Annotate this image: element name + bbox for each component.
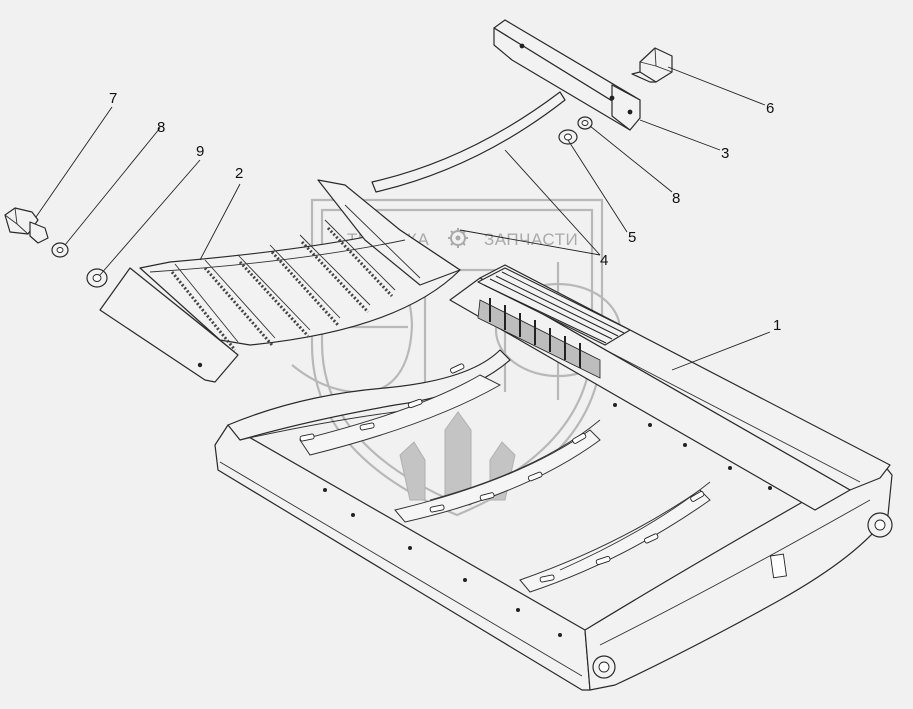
callout-labels: 1 2 3 4 5 6 7 8 8 9 [109,90,781,334]
callout-8b: 8 [672,190,680,207]
callout-9: 9 [196,143,204,160]
callout-1: 1 [773,317,781,334]
callout-5: 5 [628,229,636,246]
leader-lines [35,66,771,371]
concave-part-2 [99,179,461,383]
callout-8a: 8 [157,119,165,136]
callout-6: 6 [766,100,774,117]
washers-left [51,242,108,288]
callout-3: 3 [721,145,729,162]
callout-2: 2 [235,165,243,182]
plate-part-3 [493,19,641,131]
callout-4: 4 [600,252,608,269]
washers-right [558,116,593,145]
grate-block [477,267,631,379]
callout-7: 7 [109,90,117,107]
gear-icon [448,228,468,248]
frame-part-1 [214,264,893,691]
bolt-part-6 [631,47,673,83]
bolt-part-7 [4,207,49,244]
strip-part-4 [371,91,566,193]
watermark-right-text: ЗАПЧАСТИ [484,230,578,249]
